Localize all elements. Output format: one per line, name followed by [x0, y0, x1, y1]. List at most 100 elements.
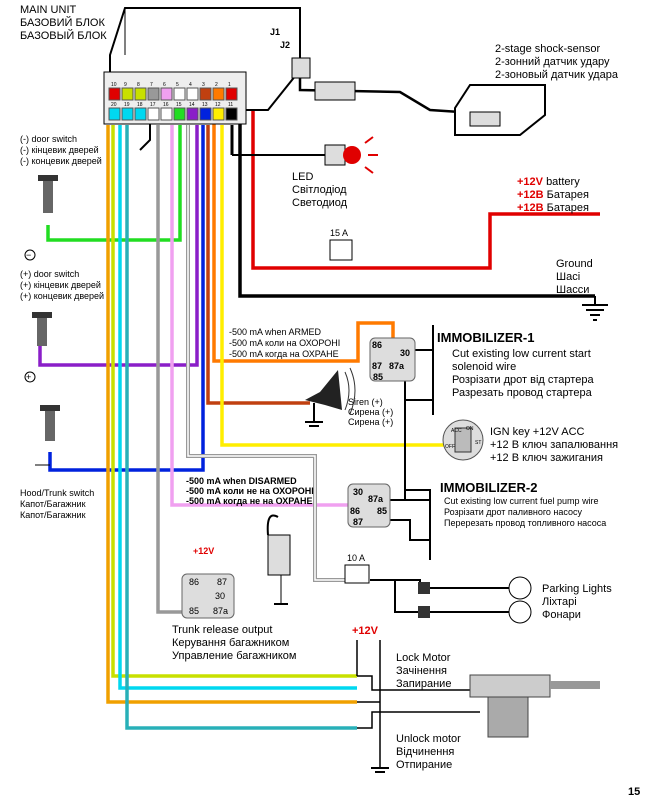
ign-label-ua: +12 В ключ запалювання: [490, 439, 618, 451]
imm1-label-1: Cut existing low current start: [452, 348, 591, 360]
connector-pin-10-label: 10: [111, 82, 117, 88]
trunk-actuator-icon: [266, 514, 291, 605]
door-minus-label-ua: (-) кінцевик дверей: [20, 145, 99, 155]
svg-text:+12В Батарея: +12В Батарея: [517, 189, 589, 201]
connector-plug: [314, 81, 356, 101]
ign-label: IGN key +12V ACC: [490, 426, 585, 438]
pin-87: 87: [353, 517, 363, 527]
relay-immobilizer-2: 30 87a 86 85 87: [347, 483, 391, 528]
connector-pin-17-label: 17: [150, 102, 156, 108]
pin-30: 30: [353, 487, 363, 497]
imm1-label-2: solenoid wire: [452, 361, 516, 373]
connector-pin-5: [173, 87, 186, 101]
hood-label-ua: Капот/Багажник: [20, 499, 86, 509]
ignition-key-icon: OFF ACC ON ST: [442, 419, 484, 461]
pin-87a: 87a: [213, 606, 228, 616]
connector-pin-1-label: 1: [228, 82, 231, 88]
imm2-label-2: Розрізати дрот паливного насосу: [444, 507, 583, 517]
ign-off: OFF: [445, 444, 455, 450]
disarmed-label-ua: -500 mA коли не на ОХОРОНІ: [186, 486, 314, 496]
connector-pin-10: [108, 87, 121, 101]
connector-pin-20-label: 20: [111, 102, 117, 108]
door-minus-label: (-) door switch: [20, 134, 77, 144]
parking-light-icons: [418, 576, 532, 624]
ign-acc: ACC: [451, 428, 462, 434]
ground-icon: [371, 767, 389, 773]
led-label: LED: [292, 171, 313, 183]
trunk-label-ru: Управление багажником: [172, 650, 296, 662]
battery-label: battery: [546, 176, 580, 188]
main-unit-label-ru: БАЗОВЫЙ БЛОК: [20, 29, 107, 42]
wire-orange-armed: [212, 95, 395, 363]
pin-87a: 87a: [389, 361, 405, 371]
pin-87: 87: [217, 577, 227, 587]
siren-label-ru: Сирена (+): [348, 417, 393, 427]
imm2-label-1: Cut existing low current fuel pump wire: [444, 496, 599, 506]
connector-pin-3-label: 3: [202, 82, 205, 88]
pin-85: 85: [189, 606, 199, 616]
wire-black-trunk: [139, 118, 151, 151]
plus-sign: +: [26, 372, 31, 382]
connector-pin-14: [186, 107, 199, 121]
door-minus-label-ru: (-) концевик дверей: [20, 156, 102, 166]
connector-pin-1: [225, 87, 238, 101]
connector-pin-8-label: 8: [137, 82, 140, 88]
wires: [38, 60, 600, 768]
connector-pin-19-label: 19: [124, 102, 130, 108]
connector-pin-11: [225, 107, 238, 121]
imm1-label-4: Разрезать провод стартера: [452, 387, 593, 399]
hood-switch-icon: [35, 405, 60, 466]
door-plus-label-ru: (+) концевик дверей: [20, 291, 104, 301]
pin-87a: 87a: [368, 494, 384, 504]
shock-label-ru: 2-зоновый датчик удара: [495, 69, 619, 81]
battery-label-ua: Батарея: [547, 189, 589, 201]
svg-text:+12V battery: +12V battery: [517, 176, 580, 188]
trunk-voltage: +12V: [193, 546, 214, 556]
connector-pin-11-label: 11: [228, 102, 233, 108]
connector-pin-4: [186, 87, 199, 101]
connector-pin-13: [199, 107, 212, 121]
connector-pin-5-label: 5: [176, 82, 179, 88]
main-unit-label-ua: БАЗОВИЙ БЛОК: [20, 16, 105, 29]
unlock-label-ru: Отпирание: [396, 759, 452, 771]
main-unit-label: MAIN UNIT: [20, 4, 77, 16]
connector-pin-2: [212, 87, 225, 101]
pin-85: 85: [373, 372, 383, 382]
connector-pin-2-label: 2: [215, 82, 218, 88]
connector-pin-12: [212, 107, 225, 121]
pin-86: 86: [372, 340, 382, 350]
connector-pin-14-label: 14: [189, 102, 195, 108]
door-plus-label: (+) door switch: [20, 269, 79, 279]
wire-yellowgreen-lock: [111, 125, 357, 678]
pin-86: 86: [350, 506, 360, 516]
unlock-label-ua: Відчинення: [396, 746, 454, 758]
connector-pin-18: [134, 107, 147, 121]
immobilizer-2-title: IMMOBILIZER-2: [440, 480, 538, 495]
lock-label: Lock Motor: [396, 652, 451, 664]
lock-motor-icon: [469, 674, 600, 738]
led-label-ua: Світлодіод: [292, 184, 347, 196]
j1-label: J1: [270, 27, 280, 37]
connector-pin-8: [134, 87, 147, 101]
battery-voltage: +12V: [517, 176, 544, 188]
connector-pin-3: [199, 87, 212, 101]
armed-label: -500 mA when ARMED: [229, 327, 322, 337]
ign-st: ST: [475, 440, 481, 446]
wire-orange-lock: [106, 125, 357, 704]
connector-pin-18-label: 18: [137, 102, 143, 108]
fuse-10a-label: 10 A: [347, 553, 365, 563]
battery-voltage-ru: +12В: [517, 202, 544, 214]
ground-label-ru: Шасси: [556, 284, 589, 296]
connector-pin-6: [160, 87, 173, 101]
relay-immobilizer-1: 86 30 87 87a 85: [369, 337, 416, 382]
connector-pin-12-label: 12: [215, 102, 221, 108]
connector-pin-9-label: 9: [124, 82, 127, 88]
pin-85: 85: [377, 506, 387, 516]
pin-87: 87: [372, 361, 382, 371]
connector-pin-6-label: 6: [163, 82, 166, 88]
connector-pin-19: [121, 107, 134, 121]
wire-teal-unlock: [125, 125, 357, 730]
hood-label-ru: Капот/Багажник: [20, 510, 86, 520]
